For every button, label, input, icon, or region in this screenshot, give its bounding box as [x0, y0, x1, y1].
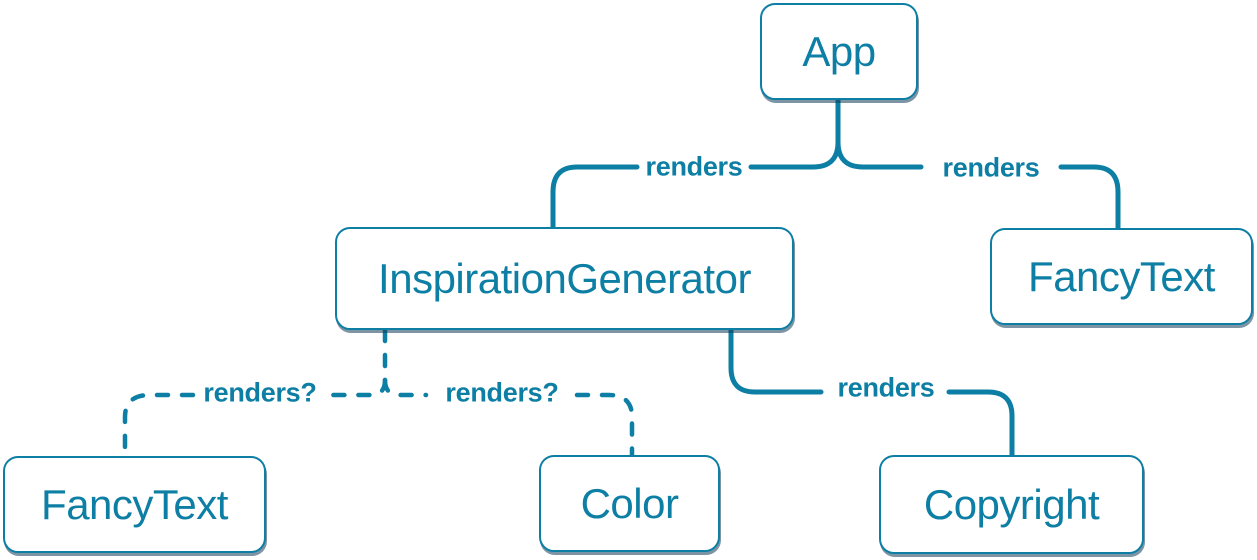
edge-label-renders-question-fancytext: renders? [203, 377, 317, 408]
node-copyright-label: Copyright [923, 480, 1100, 528]
node-app: App [760, 3, 918, 100]
edge-app-fancytext-right-arm [835, 139, 924, 170]
edge-inspirationgenerator-copyright-drop [946, 389, 1015, 458]
edge-inspirationgenerator-color-dashed-drop [574, 392, 635, 458]
edge-inspirationgenerator-fancytext-dashed-drop [122, 392, 196, 459]
node-fancy-text-bottom: FancyText [3, 456, 266, 553]
edge-app-inspirationgenerator-drop [550, 164, 640, 230]
node-fancy-text-top: FancyText [990, 228, 1253, 325]
edge-label-renders-app-inspirationgenerator: renders [645, 151, 743, 182]
node-copyright: Copyright [879, 455, 1144, 554]
node-fancy-text-top-label: FancyText [1028, 252, 1215, 300]
edge-app-fancytext-drop [1058, 164, 1121, 231]
edge-inspirationgenerator-copyright-arm [728, 327, 824, 395]
edge-app-inspirationgenerator-left-arm [748, 139, 841, 170]
node-app-label: App [802, 27, 876, 75]
node-color: Color [539, 455, 720, 552]
edge-inspirationgenerator-fancytext-dashed-left-arm [327, 377, 388, 398]
node-color-label: Color [580, 479, 679, 527]
node-fancy-text-bottom-label: FancyText [41, 480, 228, 528]
edge-label-renders-question-color: renders? [445, 377, 559, 408]
edge-label-renders-app-fancytext: renders [942, 152, 1040, 183]
edge-inspirationgenerator-color-dashed-right-arm [382, 377, 429, 398]
node-inspiration-generator-label: InspirationGenerator [378, 254, 751, 302]
node-inspiration-generator: InspirationGenerator [335, 227, 794, 330]
edge-label-renders-copyright: renders [837, 372, 935, 403]
